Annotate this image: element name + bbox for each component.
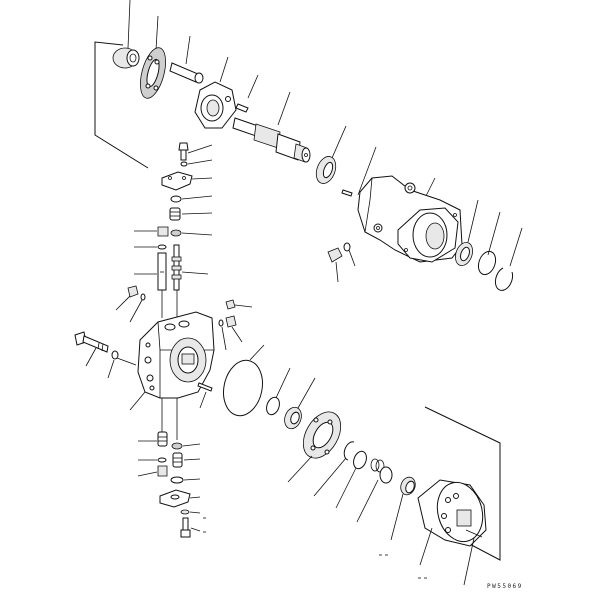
o-ring-icon	[170, 476, 201, 484]
plug-icon	[225, 299, 253, 310]
washer-icon	[180, 159, 213, 167]
swash-plate-disc-icon	[140, 15, 166, 99]
bearing-icon	[284, 377, 316, 430]
oil-seal-icon	[455, 199, 479, 267]
end-cap-block-icon	[129, 311, 215, 411]
o-ring-icon	[170, 195, 213, 203]
o-ring-icon	[218, 319, 227, 351]
plug-icon	[225, 315, 243, 343]
plug-icon	[327, 247, 343, 283]
spring-icon	[172, 452, 201, 468]
long-bolt-icon	[74, 331, 109, 367]
plug-icon	[137, 465, 168, 477]
needle-bearing-icon	[390, 476, 416, 541]
pin-icon	[197, 382, 213, 409]
valve-plate-icon	[287, 411, 342, 483]
o-ring-icon	[138, 457, 167, 463]
seat-icon	[171, 398, 201, 450]
gasket-ring-icon	[223, 344, 265, 417]
spring-set-icon	[356, 458, 393, 523]
reference-marks	[203, 517, 427, 579]
dowel-pin-icon	[235, 74, 259, 113]
shim-icon	[335, 450, 367, 509]
pin-icon	[169, 35, 204, 84]
spring-icon	[138, 398, 168, 447]
cover-plate-icon	[159, 489, 201, 508]
snap-ring-icon	[477, 211, 501, 276]
cradle-housing-icon	[194, 56, 237, 129]
splined-shaft-icon	[232, 91, 311, 163]
circlip-icon	[313, 441, 355, 497]
cylinder-block-icon	[417, 479, 487, 566]
o-ring-icon	[343, 242, 356, 267]
bearing-race-icon	[112, 0, 140, 69]
assembly-bracket-lower-right	[424, 406, 501, 561]
taper-bearing-icon	[315, 125, 347, 184]
plug-icon	[134, 226, 169, 237]
washer-icon	[180, 509, 201, 515]
spring-icon	[169, 207, 213, 221]
seat-icon	[170, 229, 213, 237]
bolt-icon	[178, 142, 213, 161]
bolt-icon	[180, 517, 201, 538]
snap-ring-icon	[266, 367, 291, 416]
pump-case-housing-icon	[357, 175, 463, 263]
washer-icon	[107, 350, 137, 379]
o-ring-icon	[134, 244, 167, 250]
spool-piston-icon	[171, 244, 209, 318]
spool-icon	[134, 252, 167, 318]
plug-icon	[115, 285, 139, 311]
pin-icon	[463, 529, 483, 586]
pin-icon	[341, 146, 377, 197]
circlip-icon	[494, 227, 523, 291]
assembly-bracket-upper-left	[94, 41, 149, 169]
cover-plate-icon	[161, 171, 213, 191]
drawing-code-label: PW55069	[487, 583, 523, 590]
o-ring-icon	[129, 293, 146, 323]
